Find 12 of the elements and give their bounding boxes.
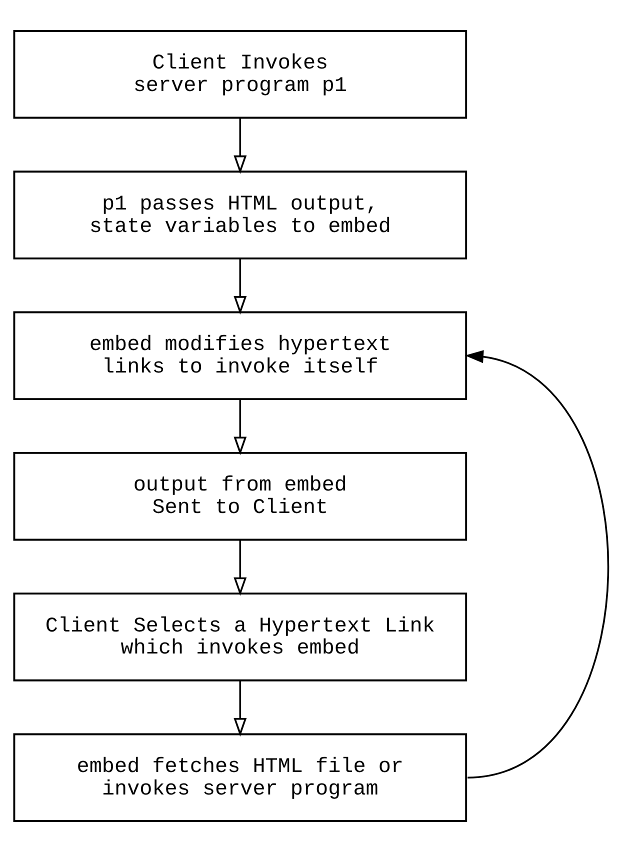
arrow (234, 540, 247, 596)
arrow (234, 680, 247, 737)
node-box: Client Selects a Hypertext Link which invokes embed (13, 592, 468, 682)
arrow (234, 118, 247, 174)
arrow (234, 258, 247, 315)
node-box: embed modifies hypertext links to invoke itself (13, 311, 468, 400)
arrow (464, 350, 609, 778)
node-box: embed fetches HTML file or invokes server program (13, 733, 468, 822)
arrow (234, 399, 247, 456)
node-box: Client Invokes server program p1 (13, 30, 468, 119)
node-box: p1 passes HTML output, state variables to embed (13, 170, 468, 260)
node-box: output from embed Sent to Client (13, 452, 468, 541)
